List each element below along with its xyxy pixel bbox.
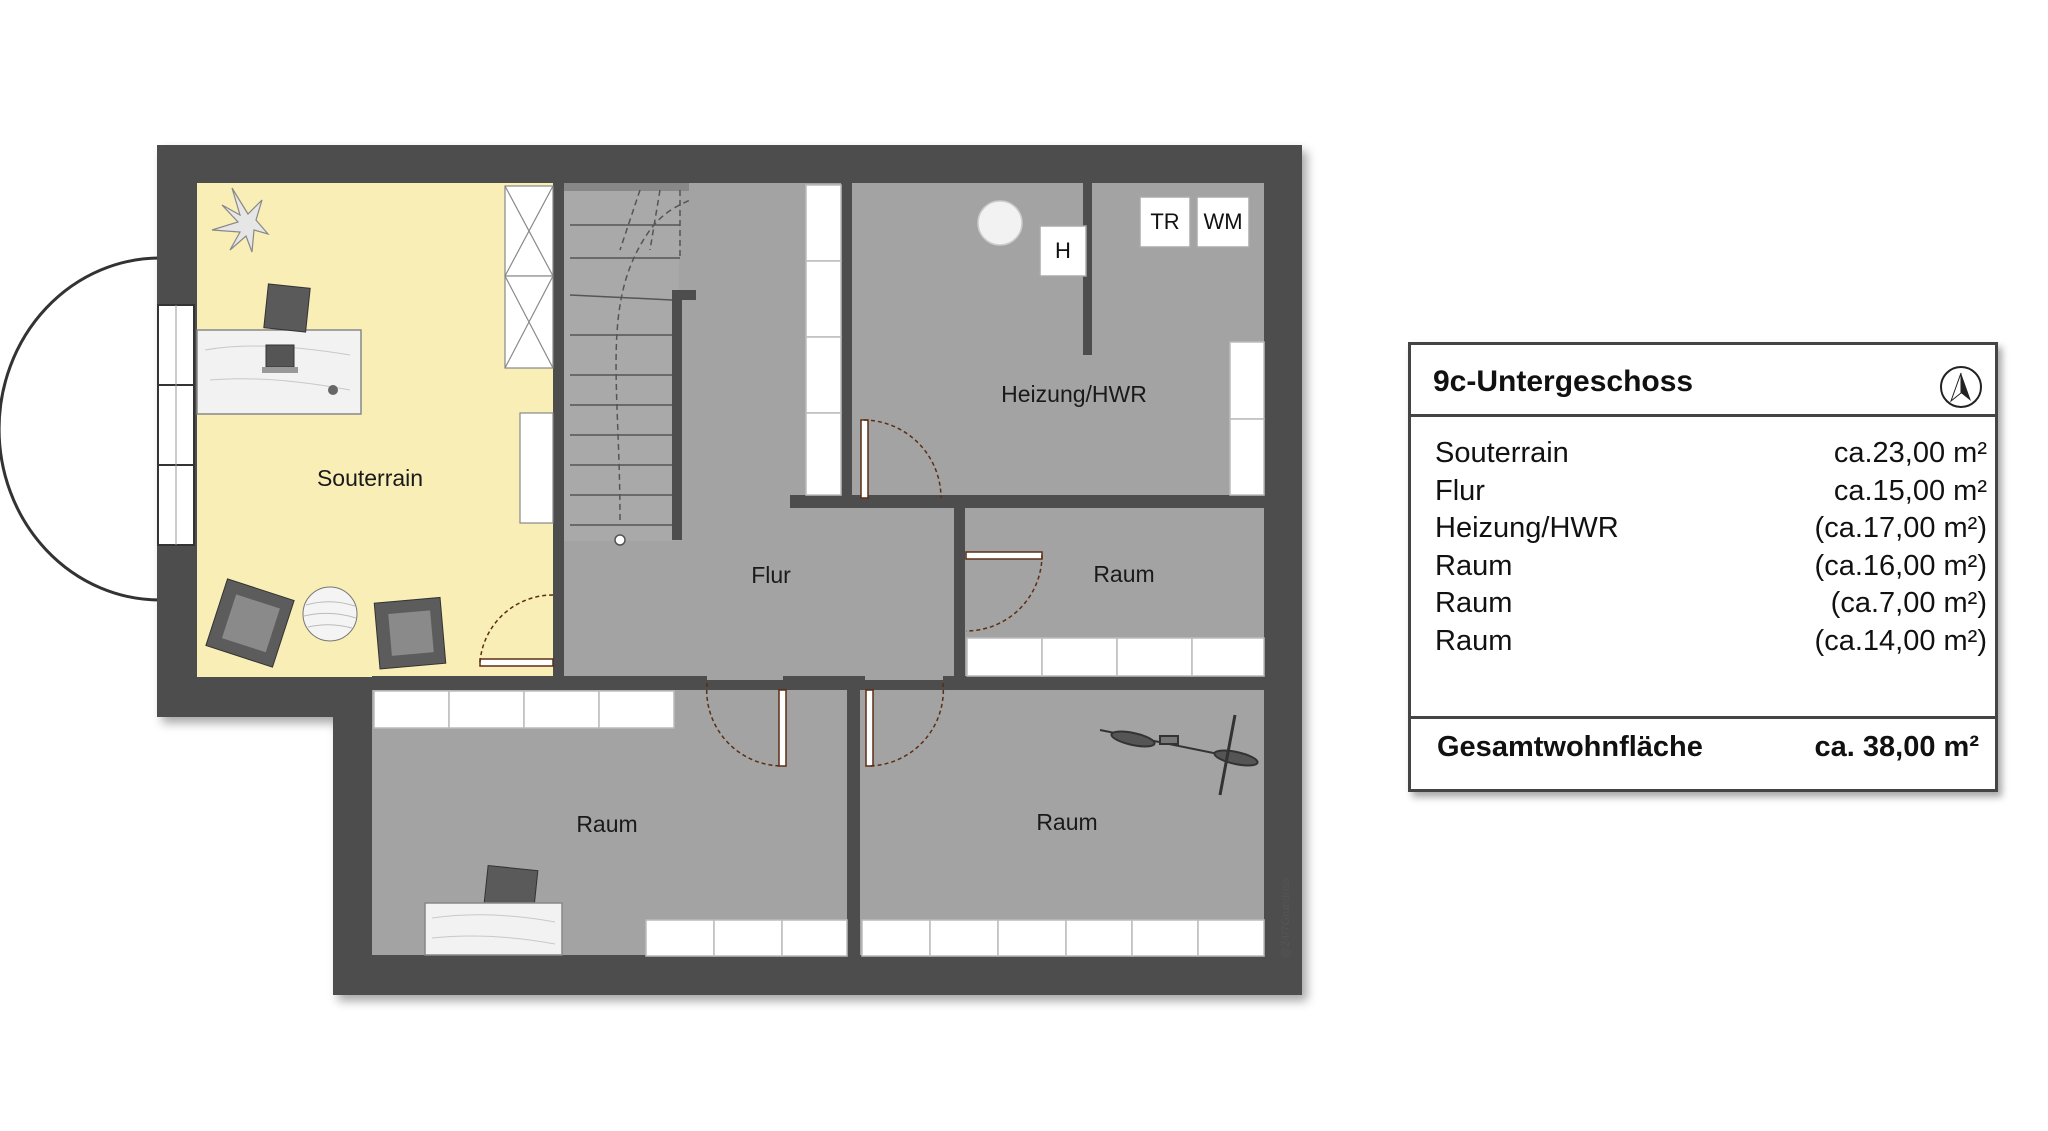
- legend-row-name: Raum: [1435, 587, 1513, 619]
- north-arrow-icon: [1940, 366, 1982, 408]
- legend-row-area: (ca.16,00 m²): [1814, 549, 1987, 582]
- watermark: @24/7Grundriss: [1280, 877, 1292, 958]
- legend-row-area: (ca.17,00 m²): [1814, 512, 1987, 544]
- legend-row: Raum (ca.16,00 m²): [1411, 550, 1995, 588]
- cabinets: [373, 184, 1265, 957]
- room-label-raum-sw: Raum: [576, 811, 637, 837]
- legend-row-name: Raum: [1435, 549, 1513, 582]
- dryer-label: TR: [1150, 209, 1179, 234]
- round-table: [302, 586, 358, 642]
- floor-plan: H TR WM Souterrain Flur Heizung/H: [0, 145, 1302, 995]
- legend-total: Gesamtwohnfläche ca. 38,00 m²: [1411, 731, 1995, 771]
- doors: [479, 419, 1043, 767]
- room-label-souterrain: Souterrain: [317, 465, 423, 491]
- armchair-right: [373, 596, 447, 670]
- legend-divider: [1411, 716, 1995, 719]
- legend-row: Souterrain ca.23,00 m²: [1411, 437, 1995, 475]
- boiler-tank: [977, 200, 1023, 246]
- legend-row-area: ca.15,00 m²: [1833, 474, 1987, 507]
- dryer-tr: TR: [1139, 196, 1191, 248]
- room-label-heizung: Heizung/HWR: [1001, 381, 1147, 407]
- room-label-raum-se: Raum: [1036, 809, 1097, 835]
- heater-h: H: [1039, 225, 1087, 277]
- legend-row-name: Raum: [1435, 624, 1513, 657]
- staircase: [564, 189, 691, 546]
- legend-row-name: Heizung/HWR: [1435, 512, 1619, 544]
- desk-raum: [424, 864, 563, 956]
- legend-row-area: (ca.7,00 m²): [1830, 587, 1987, 619]
- legend-row-area: (ca.14,00 m²): [1814, 624, 1987, 657]
- plant-icon: [211, 187, 270, 253]
- heater-label: H: [1055, 238, 1071, 263]
- room-label-raum-east: Raum: [1093, 561, 1154, 587]
- desk-souterrain: [196, 283, 362, 415]
- legend-rows: Souterrain ca.23,00 m² Flur ca.15,00 m² He…: [1411, 437, 1995, 662]
- legend-row-area: ca.23,00 m²: [1833, 437, 1987, 469]
- stair-inner-wall: [672, 290, 682, 540]
- bicycle-icon: [1099, 714, 1259, 796]
- floor-flur-center: [841, 500, 954, 680]
- wardrobe: [504, 185, 554, 524]
- legend-row: Raum (ca.7,00 m²): [1411, 587, 1995, 625]
- legend-header: 9c-Untergeschoss: [1411, 345, 1995, 417]
- legend-row-name: Flur: [1435, 474, 1485, 507]
- legend-row-name: Souterrain: [1435, 437, 1569, 469]
- armchair-left: [205, 578, 295, 668]
- bay-window: [157, 304, 195, 546]
- area-legend: 9c-Untergeschoss Souterrain ca.23,00 m² F…: [1408, 342, 1998, 792]
- legend-total-name: Gesamtwohnfläche: [1437, 731, 1703, 763]
- legend-total-area: ca. 38,00 m²: [1814, 731, 1979, 763]
- legend-row: Heizung/HWR (ca.17,00 m²): [1411, 512, 1995, 550]
- legend-row: Flur ca.15,00 m²: [1411, 475, 1995, 513]
- bay-window-arc: [0, 256, 161, 602]
- ceiling-opening-wall: [564, 183, 689, 191]
- legend-row: Raum (ca.14,00 m²): [1411, 625, 1995, 663]
- legend-title: 9c-Untergeschoss: [1433, 365, 1694, 398]
- room-label-flur: Flur: [751, 562, 791, 588]
- floor-raum-se: [860, 690, 1264, 955]
- washer-label: WM: [1203, 209, 1242, 234]
- washer-wm: WM: [1196, 196, 1250, 248]
- stair-inner-wall-cap: [672, 290, 696, 300]
- interior-walls: [372, 183, 1264, 955]
